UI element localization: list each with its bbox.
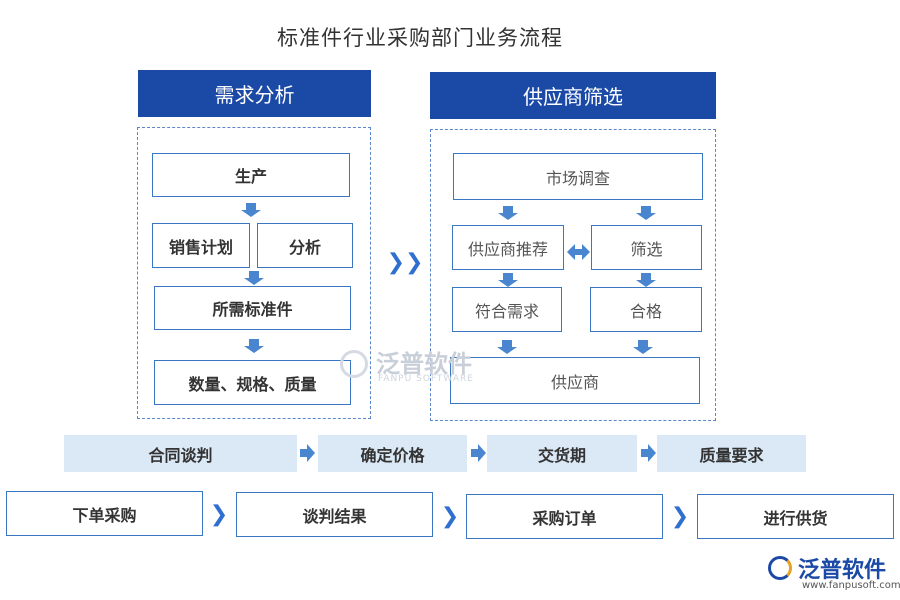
- chevron-right-icon: ❯: [440, 503, 460, 529]
- arrow-right-icon: [641, 444, 656, 462]
- supplier-screening-header: 供应商筛选: [430, 72, 716, 119]
- arrow-down-icon: [497, 340, 517, 354]
- arrow-down-icon: [636, 206, 656, 220]
- brand-logo: 泛普软件 www.fanpusoft.com: [768, 552, 900, 598]
- arrow-down-icon: [241, 203, 261, 217]
- qualified-box: 合格: [590, 287, 702, 332]
- price-confirm-cell: 确定价格: [318, 435, 467, 472]
- contract-negotiation-cell: 合同谈判: [64, 435, 297, 472]
- arrow-down-icon: [498, 273, 518, 287]
- brand-name: 泛普软件: [798, 558, 887, 583]
- required-parts-box: 所需标准件: [154, 286, 351, 330]
- screening-box: 筛选: [591, 225, 702, 270]
- arrow-down-icon: [498, 206, 518, 220]
- arrow-down-icon: [636, 273, 656, 287]
- arrow-right-icon: [471, 444, 486, 462]
- watermark: 泛普软件 FANPU SOFTWARE: [340, 344, 500, 390]
- arrow-right-icon: [300, 444, 315, 462]
- brand-url: www.fanpusoft.com: [802, 580, 900, 591]
- market-research-box: 市场调查: [453, 153, 703, 200]
- supplier-screening-header-label: 供应商筛选: [523, 85, 623, 109]
- quality-requirement-cell: 质量要求: [657, 435, 806, 472]
- double-arrow-icon: [567, 244, 590, 260]
- specs-box: 数量、规格、质量: [154, 360, 351, 405]
- meets-demand-box: 符合需求: [452, 287, 562, 332]
- place-order-box: 下单采购: [6, 491, 203, 536]
- chevron-right-icon: ❯❯: [386, 249, 424, 275]
- watermark-sub: FANPU SOFTWARE: [378, 374, 474, 384]
- delivery-period-cell: 交货期: [487, 435, 637, 472]
- brand-logo-icon: [768, 556, 792, 580]
- supplier-recommend-box: 供应商推荐: [452, 225, 564, 270]
- watermark-logo-icon: [340, 350, 368, 378]
- production-box: 生产: [152, 153, 350, 197]
- sales-plan-box: 销售计划: [152, 223, 250, 268]
- supply-box: 进行供货: [697, 494, 894, 539]
- arrow-down-icon: [244, 339, 264, 353]
- demand-analysis-header-label: 需求分析: [214, 83, 295, 107]
- watermark-name: 泛普软件: [376, 350, 472, 378]
- demand-analysis-panel: [137, 127, 371, 419]
- chevron-right-icon: ❯: [670, 503, 690, 529]
- supplier-box: 供应商: [450, 357, 700, 404]
- page-title: 标准件行业采购部门业务流程: [277, 26, 563, 50]
- demand-analysis-header: 需求分析: [138, 70, 371, 117]
- arrow-down-icon: [244, 271, 264, 285]
- negotiation-result-box: 谈判结果: [236, 492, 433, 537]
- supplier-screening-panel: [430, 129, 716, 421]
- analysis-box: 分析: [257, 223, 353, 268]
- purchase-order-box: 采购订单: [466, 494, 663, 539]
- chevron-right-icon: ❯: [209, 501, 229, 527]
- arrow-down-icon: [633, 340, 653, 354]
